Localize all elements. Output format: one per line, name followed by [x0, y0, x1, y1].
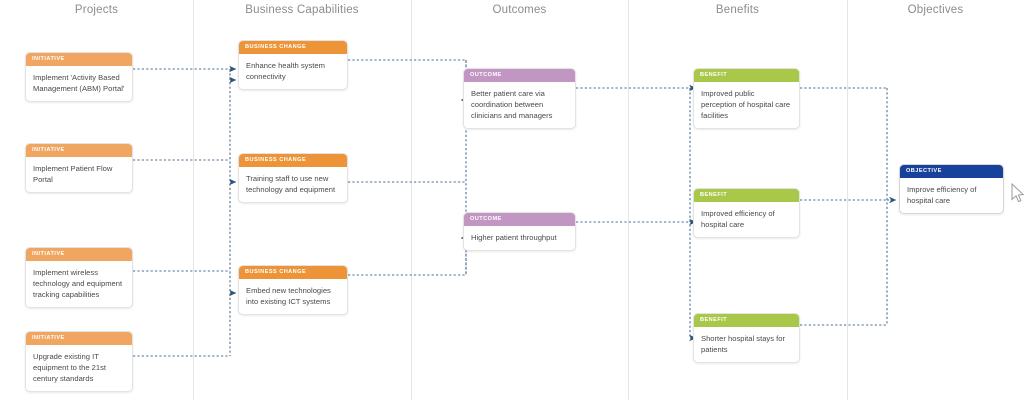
column-header-outcomes: Outcomes: [492, 4, 547, 16]
column-header-projects: Projects: [74, 4, 119, 16]
column-header-benefits: Benefits: [715, 4, 760, 16]
card-objective-1[interactable]: OBJECTIVE Improve efficiency of hospital…: [899, 164, 1004, 214]
card-text: Implement 'Activity Based Management (AB…: [33, 73, 125, 93]
card-business-change-2[interactable]: BUSINESS CHANGE Training staff to use ne…: [238, 153, 348, 203]
card-initiative-2[interactable]: INITIATIVE Implement Patient Flow Portal: [25, 143, 133, 193]
mouse-cursor-icon: [1011, 183, 1024, 203]
card-outcome-2[interactable]: OUTCOME Higher patient throughput: [463, 212, 576, 251]
card-text: Improve efficiency of hospital care: [907, 185, 977, 205]
lane-divider-2: [411, 0, 412, 400]
card-type-label: INITIATIVE: [26, 144, 132, 157]
lane-divider-1: [193, 0, 194, 400]
card-type-label: OUTCOME: [464, 69, 575, 82]
card-benefit-1[interactable]: BENEFIT Improved public perception of ho…: [693, 68, 800, 129]
card-type-label: BUSINESS CHANGE: [239, 154, 347, 167]
card-type-label: BUSINESS CHANGE: [239, 266, 347, 279]
card-text: Upgrade existing IT equipment to the 21s…: [33, 352, 107, 383]
column-header-business-capabilities: Business Capabilities: [245, 4, 359, 16]
card-text: Training staff to use new technology and…: [246, 174, 336, 194]
card-text: Enhance health system connectivity: [246, 61, 325, 81]
card-initiative-1[interactable]: INITIATIVE Implement 'Activity Based Man…: [25, 52, 133, 102]
card-type-label: INITIATIVE: [26, 248, 132, 261]
card-text: Implement Patient Flow Portal: [33, 164, 113, 184]
card-text: Embed new technologies into existing ICT…: [246, 286, 331, 306]
lane-divider-4: [847, 0, 848, 400]
card-text: Improved public perception of hospital c…: [701, 89, 791, 120]
card-text: Higher patient throughput: [471, 233, 557, 242]
card-benefit-2[interactable]: BENEFIT Improved efficiency of hospital …: [693, 188, 800, 238]
card-type-label: INITIATIVE: [26, 332, 132, 345]
card-type-label: OUTCOME: [464, 213, 575, 226]
card-business-change-1[interactable]: BUSINESS CHANGE Enhance health system co…: [238, 40, 348, 90]
card-text: Improved efficiency of hospital care: [701, 209, 775, 229]
lane-divider-3: [628, 0, 629, 400]
card-type-label: BENEFIT: [694, 69, 799, 82]
card-business-change-3[interactable]: BUSINESS CHANGE Embed new technologies i…: [238, 265, 348, 315]
card-type-label: BENEFIT: [694, 189, 799, 202]
card-type-label: BUSINESS CHANGE: [239, 41, 347, 54]
card-text: Implement wireless technology and equipm…: [33, 268, 123, 299]
card-benefit-3[interactable]: BENEFIT Shorter hospital stays for patie…: [693, 313, 800, 363]
card-type-label: BENEFIT: [694, 314, 799, 327]
card-text: Shorter hospital stays for patients: [701, 334, 785, 354]
card-type-label: OBJECTIVE: [900, 165, 1003, 178]
card-outcome-1[interactable]: OUTCOME Better patient care via coordina…: [463, 68, 576, 129]
column-header-objectives: Objectives: [907, 4, 964, 16]
card-text: Better patient care via coordination bet…: [471, 89, 553, 120]
card-type-label: INITIATIVE: [26, 53, 132, 66]
card-initiative-3[interactable]: INITIATIVE Implement wireless technology…: [25, 247, 133, 308]
card-initiative-4[interactable]: INITIATIVE Upgrade existing IT equipment…: [25, 331, 133, 392]
